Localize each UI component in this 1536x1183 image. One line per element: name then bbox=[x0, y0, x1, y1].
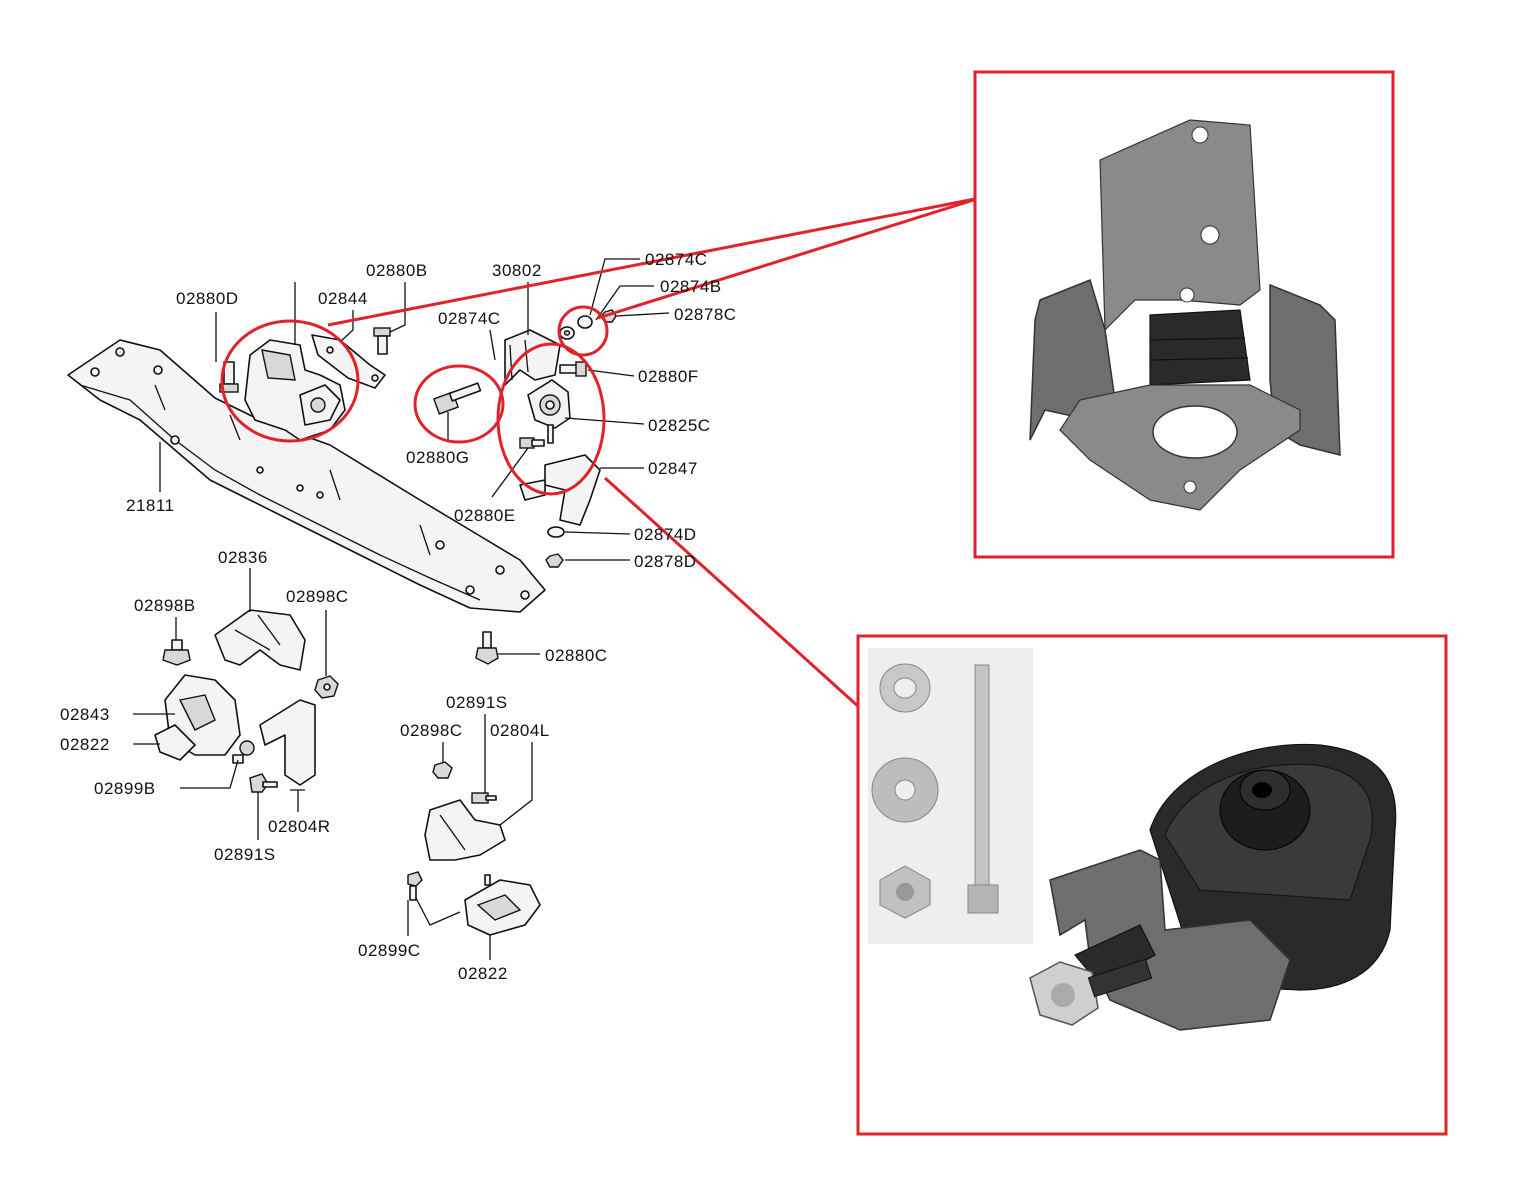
leader-lines bbox=[133, 258, 670, 960]
washer-02874D bbox=[547, 526, 565, 538]
label-02874C-mid: 02874C bbox=[438, 309, 501, 328]
nut-02899B bbox=[232, 740, 255, 764]
label-30802: 30802 bbox=[492, 261, 542, 280]
crossmember-21811 bbox=[67, 339, 546, 613]
label-02847: 02847 bbox=[648, 459, 698, 478]
label-21811: 21811 bbox=[126, 496, 175, 515]
label-02874D: 02874D bbox=[634, 525, 697, 544]
bracket-30802 bbox=[504, 329, 561, 386]
label-02880E: 02880E bbox=[454, 506, 516, 525]
label-02874C-top: 02874C bbox=[645, 250, 708, 269]
nut-02878D bbox=[545, 553, 564, 568]
label-02898C-mid: 02898C bbox=[400, 721, 463, 740]
washer-02874B bbox=[577, 315, 593, 329]
mount-02843-top bbox=[244, 334, 386, 441]
nut-02898C-mid bbox=[432, 761, 453, 779]
mount-02843-lower bbox=[154, 674, 241, 761]
washer-02874C bbox=[559, 326, 575, 340]
bolt-02899C bbox=[407, 871, 423, 901]
label-02825C: 02825C bbox=[648, 416, 711, 435]
label-02843: 02843 bbox=[60, 705, 110, 724]
label-02804R: 02804R bbox=[268, 817, 331, 836]
bolt-02891S-mid bbox=[471, 792, 497, 804]
bolt-02880E bbox=[519, 437, 545, 449]
part-labels: 02880D 02844 02880B 30802 02874C 02874B … bbox=[60, 250, 737, 983]
label-02874B: 02874B bbox=[660, 277, 722, 296]
label-02880G: 02880G bbox=[406, 448, 470, 467]
label-02899B: 02899B bbox=[94, 779, 156, 798]
label-02822-left: 02822 bbox=[60, 735, 110, 754]
nut-02898C-left bbox=[314, 675, 339, 699]
label-02844: 02844 bbox=[318, 289, 368, 308]
nut-02898B bbox=[162, 639, 191, 666]
label-02898B: 02898B bbox=[134, 596, 196, 615]
bracket-mount-photo bbox=[973, 70, 1395, 559]
label-02880F: 02880F bbox=[638, 367, 699, 386]
rubber-mount-with-bolt-photo bbox=[856, 634, 1448, 1136]
label-02891S-left: 02891S bbox=[214, 845, 276, 864]
bolt-02880B bbox=[373, 327, 391, 355]
bolt-02880C bbox=[475, 631, 499, 665]
bolt-02880F bbox=[559, 361, 587, 377]
label-02899C: 02899C bbox=[358, 941, 421, 960]
bracket-02804R bbox=[259, 699, 316, 786]
label-02891S-mid: 02891S bbox=[446, 693, 508, 712]
mount-02825C bbox=[527, 379, 571, 444]
bolt-02891S-left bbox=[249, 773, 278, 793]
label-02822-bottom: 02822 bbox=[458, 964, 508, 983]
label-02898C-left: 02898C bbox=[286, 587, 349, 606]
label-02880B: 02880B bbox=[366, 261, 428, 280]
bracket-02804L bbox=[424, 799, 506, 861]
heat-shield-02836 bbox=[214, 609, 306, 671]
label-02836: 02836 bbox=[218, 548, 268, 567]
label-02878C: 02878C bbox=[674, 305, 737, 324]
bolt-02880G bbox=[432, 382, 482, 415]
label-02804L: 02804L bbox=[490, 721, 550, 740]
label-02878D: 02878D bbox=[634, 552, 697, 571]
label-02880D: 02880D bbox=[176, 289, 239, 308]
highlight-circles bbox=[220, 196, 981, 710]
mount-02822-bottom bbox=[464, 874, 541, 936]
label-02880C: 02880C bbox=[545, 646, 608, 665]
